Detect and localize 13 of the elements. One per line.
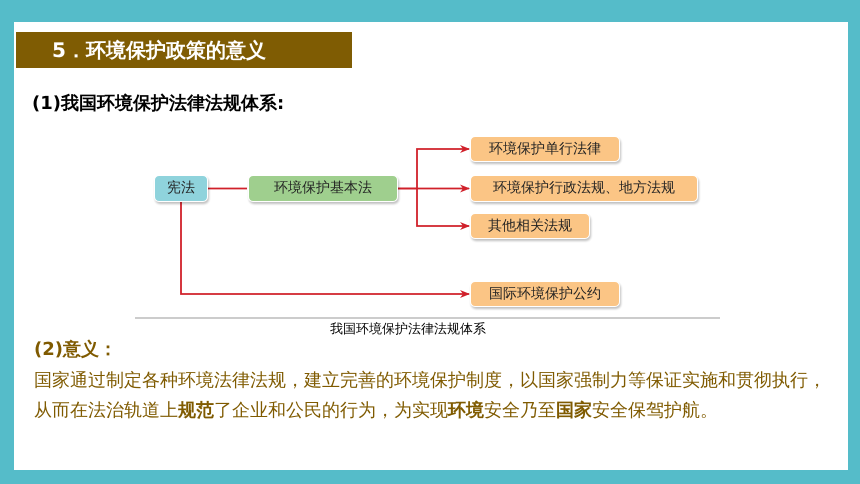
connector-arrow bbox=[180, 202, 470, 298]
law-box: 环境保护行政法规、地方法规 bbox=[470, 175, 698, 202]
section-title: 5．环境保护政策的意义 bbox=[16, 32, 352, 68]
law-box: 国际环境保护公约 bbox=[470, 281, 620, 307]
law-box: 其他相关法规 bbox=[470, 213, 590, 239]
figure-caption: 我国环境保护法律法规体系 bbox=[330, 321, 486, 339]
subheading: (1)我国环境保护法律法规体系: bbox=[32, 92, 284, 116]
subheading: (2)意义： bbox=[34, 338, 117, 362]
law-box: 环境保护单行法律 bbox=[470, 136, 620, 162]
paragraph: 国家通过制定各种环境法律法规，建立完善的环境保护制度，以国家强制力等保证实施和贯彻执行，从而在法治轨道上规范了企业和公民的行为，为实现环境安全乃至国家安全保驾护航。 bbox=[34, 369, 827, 423]
law-box: 环境保护基本法 bbox=[248, 175, 398, 202]
connector-arrow bbox=[398, 188, 470, 230]
law-box: 宪法 bbox=[154, 175, 208, 202]
